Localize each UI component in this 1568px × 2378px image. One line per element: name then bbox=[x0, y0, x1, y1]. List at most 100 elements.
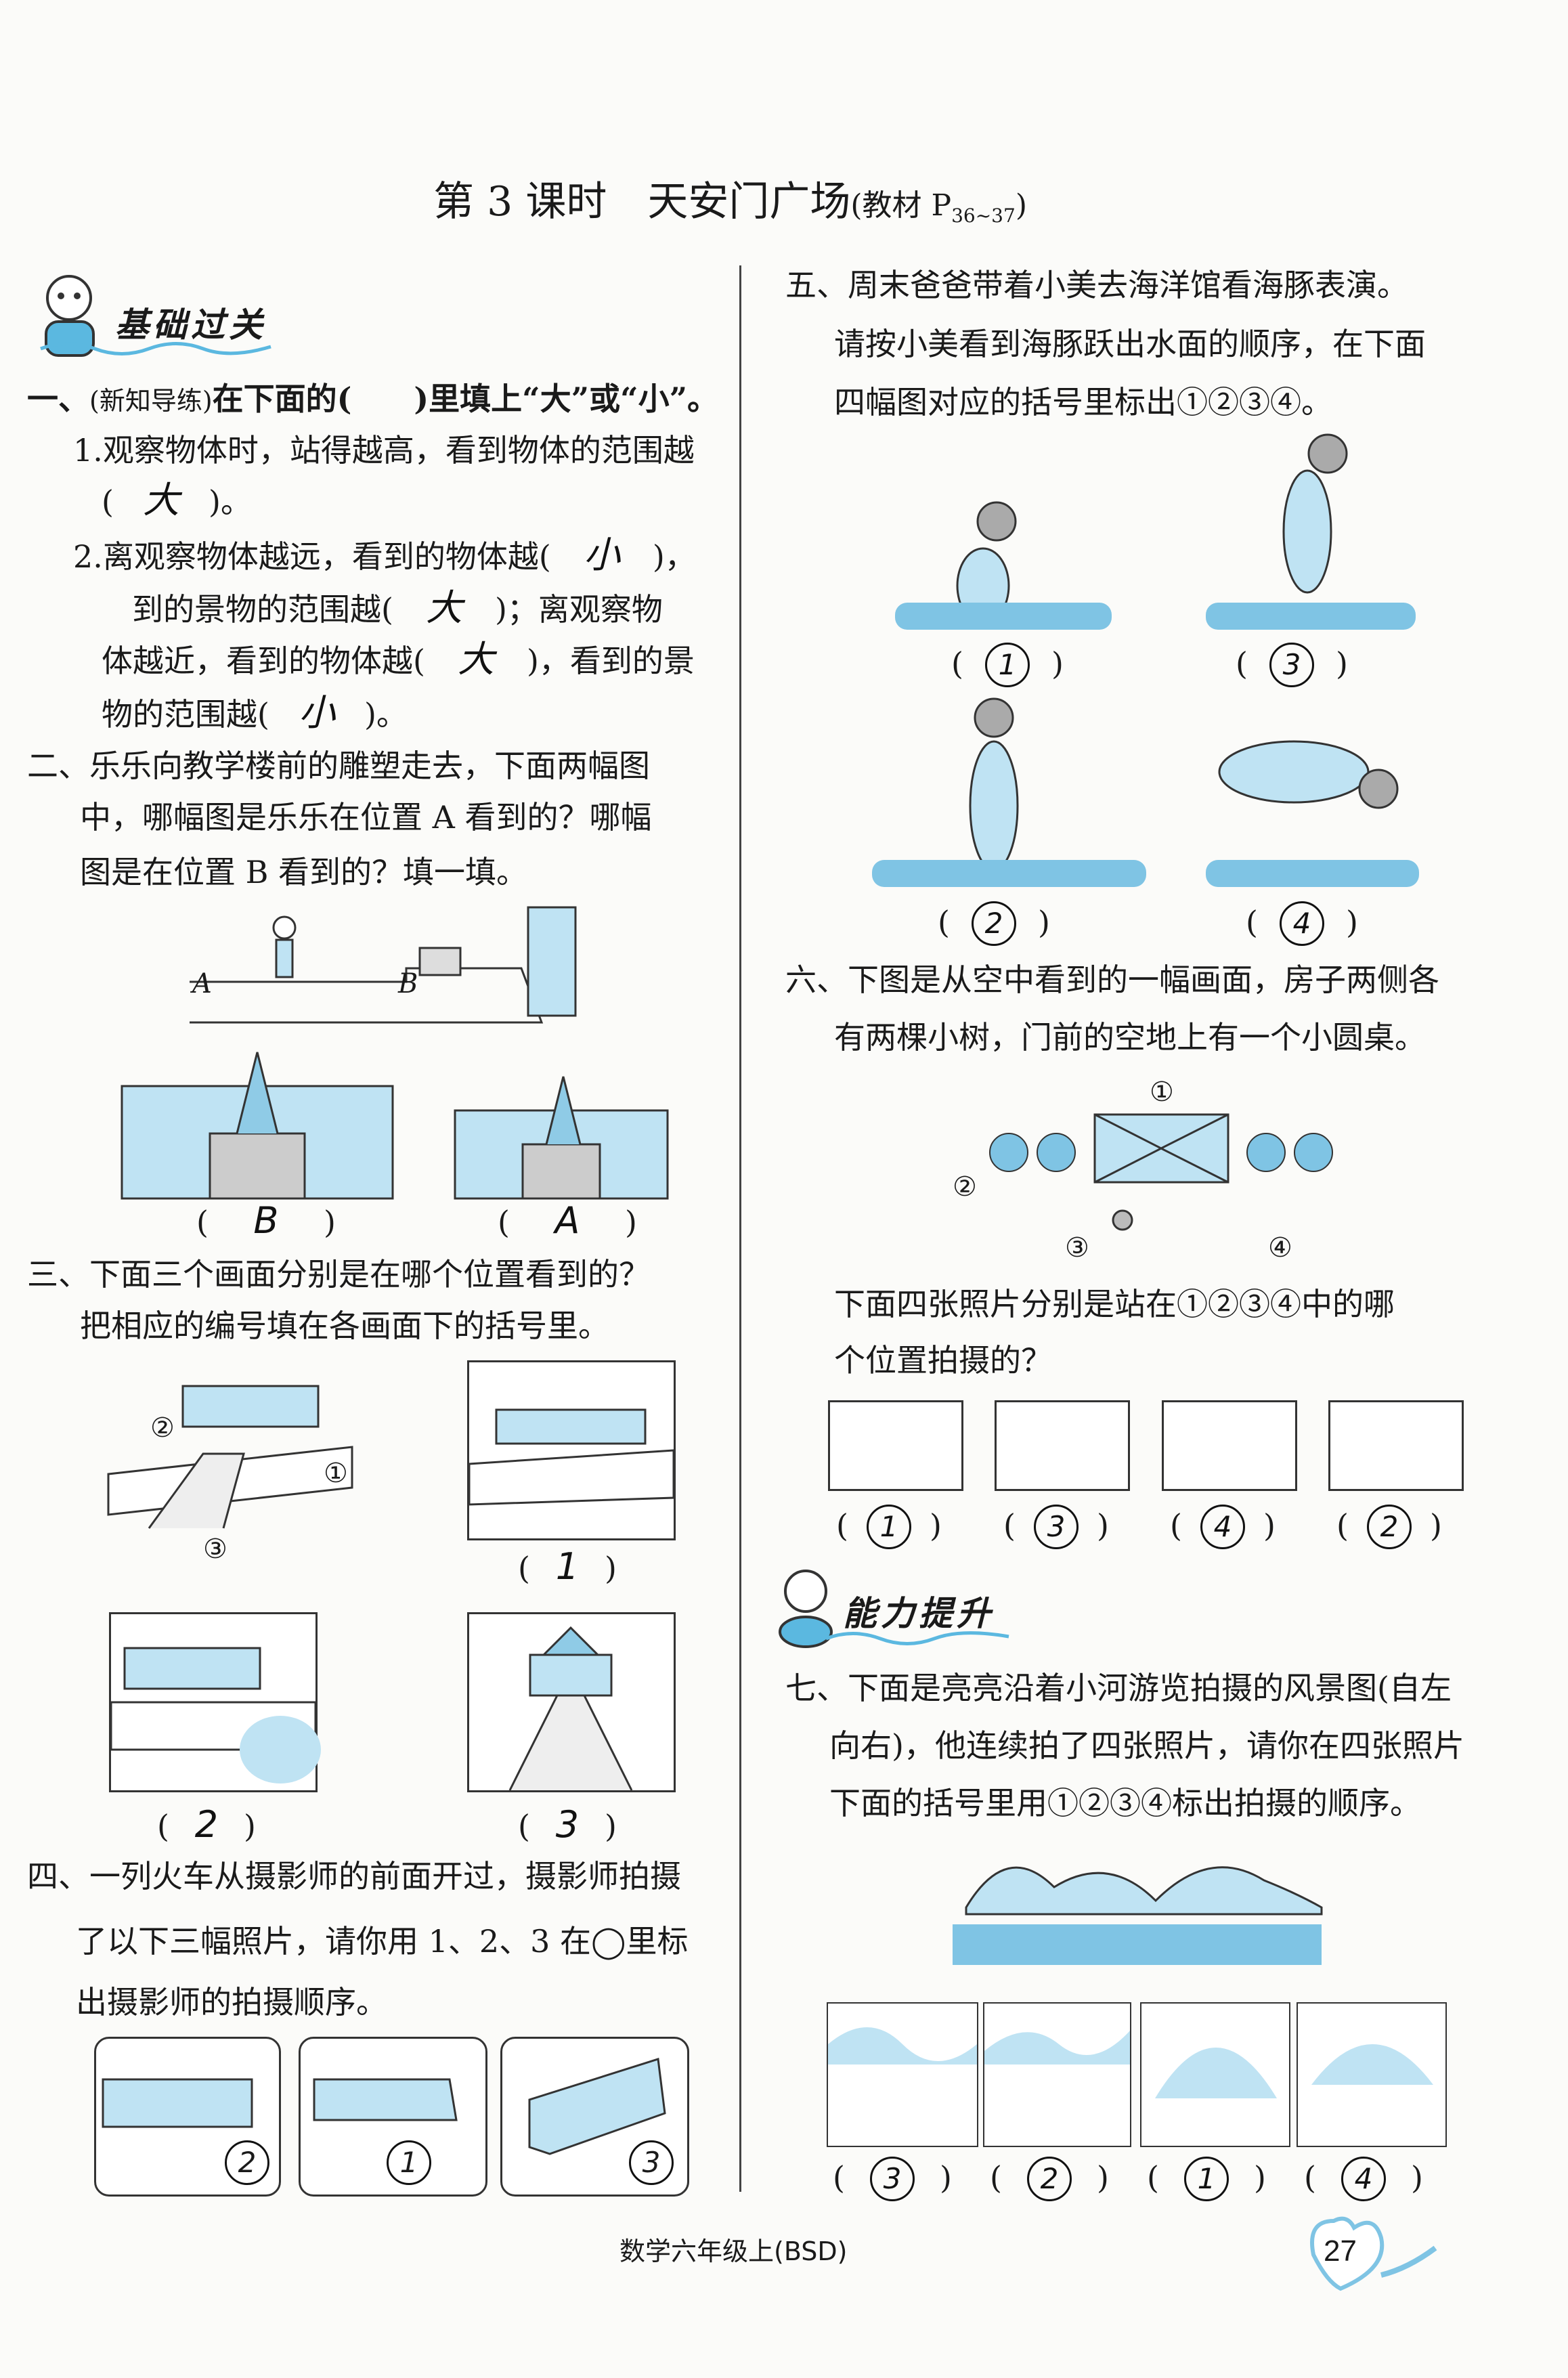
answer-field[interactable]: 大 bbox=[457, 638, 494, 680]
q5-line: 五、周末爸爸带着小美去海洋馆看海豚表演。 bbox=[785, 267, 1408, 303]
q7-line: 下面的括号里用①②③④标出拍摄的顺序。 bbox=[829, 1785, 1421, 1821]
q1-line: (大)。 bbox=[102, 480, 252, 522]
q5-line: 四幅图对应的括号里标出①②③④。 bbox=[834, 384, 1332, 420]
bridge-view-c bbox=[467, 1612, 676, 1792]
river-landscape bbox=[953, 1866, 1323, 1965]
q3-answer-a: (1) bbox=[518, 1545, 617, 1588]
q4-line: 四、一列火车从摄影师的前面开过，摄影师拍摄 bbox=[27, 1858, 681, 1895]
river-photo-2 bbox=[983, 2002, 1131, 2147]
train-photo-1: 2 bbox=[94, 2037, 281, 2197]
q2-answer-1: (B) bbox=[196, 1199, 336, 1242]
position-label-2: ② bbox=[150, 1412, 175, 1444]
answer-field[interactable]: 3 bbox=[869, 2157, 915, 2201]
answer-field[interactable]: 3 bbox=[1269, 643, 1314, 687]
q7-answer-3: (1) bbox=[1147, 2156, 1266, 2201]
answer-field[interactable]: 3 bbox=[555, 1803, 580, 1846]
q2-line: 二、乐乐向教学楼前的雕塑走去，下面两幅图 bbox=[27, 748, 650, 784]
answer-field[interactable]: 4 bbox=[1341, 2157, 1386, 2201]
answer-field[interactable]: 小 bbox=[583, 534, 620, 576]
photo-2 bbox=[995, 1400, 1130, 1491]
ref-prefix: (教材 P bbox=[850, 188, 952, 223]
answer-field[interactable]: 大 bbox=[142, 479, 179, 521]
section-advanced-header: 能力提升 bbox=[843, 1594, 995, 1633]
q3-line: 三、下面三个画面分别是在哪个位置看到的？ bbox=[27, 1256, 650, 1293]
q6-answer-2: (3) bbox=[1003, 1504, 1109, 1549]
q2-answer-2: (A) bbox=[498, 1199, 637, 1242]
answer-field[interactable]: 1 bbox=[555, 1545, 580, 1588]
q6-line: 六、下图是从空中看到的一幅画面，房子两侧各 bbox=[785, 961, 1439, 998]
text: )，看到的景 bbox=[526, 643, 695, 679]
position-label-2: ② bbox=[953, 1171, 977, 1203]
q1-prompt: 在下面的( )里填上“大”或“小”。 bbox=[212, 381, 719, 417]
q2-line: 图是在位置 B 看到的？填一填。 bbox=[80, 854, 528, 890]
q1-tag: (新知导练) bbox=[89, 386, 213, 416]
photo-1 bbox=[828, 1400, 963, 1491]
q1-heading: 一、(新知导练)在下面的( )里填上“大”或“小”。 bbox=[27, 379, 718, 421]
answer-field[interactable]: 4 bbox=[1279, 901, 1324, 946]
q6-line: 个位置拍摄的？ bbox=[834, 1342, 1052, 1379]
answer-field[interactable]: 1 bbox=[866, 1505, 911, 1549]
answer-field[interactable]: B bbox=[253, 1199, 279, 1242]
q7-answer-4: (4) bbox=[1304, 2156, 1423, 2201]
text: 2.离观察物体越远，看到的物体越( bbox=[73, 538, 551, 575]
book-title: 数学六年级上(BSD) bbox=[619, 2236, 848, 2266]
building-view-2 bbox=[454, 1076, 669, 1200]
q5-line: 请按小美看到海豚跃出水面的顺序，在下面 bbox=[834, 326, 1426, 362]
q4-line: 出摄影师的拍摄顺序。 bbox=[76, 1984, 387, 2020]
page-number: 27 bbox=[1324, 2234, 1357, 2268]
answer-field[interactable]: 2 bbox=[1026, 2157, 1072, 2201]
answer-field[interactable]: 小 bbox=[298, 691, 335, 734]
wave-decoration bbox=[40, 342, 271, 355]
bridge-view-a bbox=[467, 1360, 676, 1540]
page-title: 第 3 课时 天安门广场(教材 P36~37) bbox=[433, 177, 1027, 240]
order-circle[interactable]: 2 bbox=[225, 2140, 269, 2185]
q2-line: 中，哪幅图是乐乐在位置 A 看到的？哪幅 bbox=[80, 799, 652, 836]
q4-line: 了以下三幅照片，请你用 1、2、3 在◯里标 bbox=[76, 1923, 689, 1960]
answer-field[interactable]: 2 bbox=[971, 901, 1016, 946]
q6-answer-3: (4) bbox=[1170, 1504, 1276, 1549]
answer-field[interactable]: 2 bbox=[1366, 1505, 1412, 1549]
section-basic-header: 基础过关 bbox=[115, 305, 267, 345]
bridge-view-b bbox=[109, 1612, 321, 1792]
q1-num: 一、 bbox=[27, 381, 89, 417]
answer-field[interactable]: A bbox=[554, 1199, 580, 1242]
q7-line: 七、下面是亮亮沿着小河游览拍摄的风景图(自左 bbox=[785, 1670, 1452, 1706]
q5-answer-2: (2) bbox=[938, 901, 1050, 946]
text: )；离观察物 bbox=[494, 591, 663, 628]
q7-answer-2: (2) bbox=[990, 2156, 1109, 2201]
q7-line: 向右)，他连续拍了四张照片，请你在四张照片 bbox=[829, 1727, 1464, 1764]
title-text: 第 3 课时 天安门广场 bbox=[433, 178, 851, 225]
mascot-mouse-icon bbox=[779, 1570, 833, 1648]
q6-line: 下面四张照片分别是站在①②③④中的哪 bbox=[834, 1286, 1395, 1322]
q6-answer-4: (2) bbox=[1336, 1504, 1442, 1549]
q1-line: 到的景物的范围越( 大 )；离观察物 bbox=[132, 588, 663, 630]
answer-field[interactable]: 1 bbox=[1183, 2157, 1229, 2201]
train-photo-3: 3 bbox=[500, 2037, 689, 2197]
q3-answer-b: (2) bbox=[157, 1803, 256, 1846]
dolphin-picture-4 bbox=[1206, 740, 1419, 887]
q1-line: 2.离观察物体越远，看到的物体越( 小 )， bbox=[73, 535, 696, 577]
column-divider bbox=[739, 265, 741, 2192]
order-circle[interactable]: 1 bbox=[387, 2140, 431, 2185]
q7-answer-1: (3) bbox=[833, 2156, 952, 2201]
river-photo-3 bbox=[1140, 2002, 1290, 2147]
heart-badge-icon bbox=[1310, 2216, 1437, 2291]
answer-field[interactable]: 1 bbox=[984, 643, 1030, 687]
q6-answer-1: (1) bbox=[836, 1504, 942, 1549]
answer-field[interactable]: 大 bbox=[425, 586, 462, 629]
answer-field[interactable]: 3 bbox=[1033, 1505, 1079, 1549]
mascot-goat-icon bbox=[45, 275, 95, 357]
answer-field[interactable]: 2 bbox=[194, 1803, 219, 1846]
answer-field[interactable]: 4 bbox=[1200, 1505, 1245, 1549]
title-ref: (教材 P36~37) bbox=[850, 188, 1027, 227]
point-b-label: B bbox=[398, 968, 418, 999]
wave-decoration bbox=[825, 1631, 1009, 1645]
text: )， bbox=[652, 538, 696, 575]
q1-line: 体越近，看到的物体越(大)，看到的景 bbox=[102, 639, 695, 681]
position-label-3: ③ bbox=[203, 1534, 227, 1565]
order-circle[interactable]: 3 bbox=[629, 2140, 674, 2185]
position-label-4: ④ bbox=[1268, 1232, 1292, 1263]
position-label-1: ① bbox=[1150, 1077, 1174, 1108]
dolphin-picture-3 bbox=[1206, 433, 1416, 630]
text: 到的景物的范围越( bbox=[132, 591, 393, 628]
